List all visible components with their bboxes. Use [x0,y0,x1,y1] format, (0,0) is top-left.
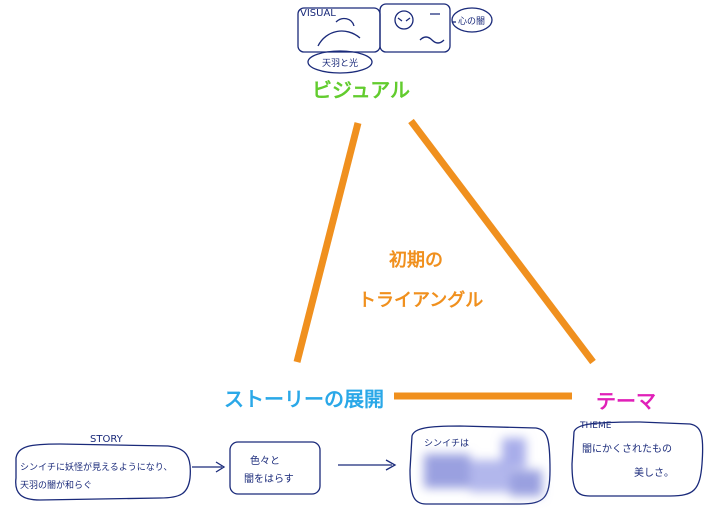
blurred-box-outline [409,425,551,505]
blur-block-3 [502,438,526,468]
visual-sketch [297,3,493,74]
vertex-label-visual: ビジュアル [312,78,410,102]
blurred-box-title: シンイチは [424,438,469,449]
blurred-content [424,438,542,496]
theme-box-line2: 美しさ。 [634,466,674,479]
sketch-bubble-right [451,7,493,33]
blur-block-4 [510,470,542,496]
theme-box-outline [571,421,704,497]
vertex-label-theme: テーマ [596,389,656,413]
arrow-head-1 [215,461,226,473]
visual-sketch-note-left: 天羽と光 [322,57,358,69]
sketch-figure-left [317,17,361,47]
sketch-panel-right [379,3,451,53]
middle-box-outline [229,441,321,495]
story-box-line2: 天羽の闇が和らぐ [20,479,92,491]
theme-box-title: THEME [579,421,612,431]
center-caption-line1: 初期の [389,250,443,271]
edge-visual-theme [408,118,596,365]
middle-box-line2: 闇をはらす [244,473,294,485]
vertex-label-story: ストーリーの展開 [224,387,384,411]
arrow-head-2 [385,459,397,471]
center-caption-line2: トライアングル [358,290,484,311]
middle-box-line1: 色々と [250,454,280,467]
blur-block-1 [424,454,470,488]
sketch-bubble-left [307,50,373,74]
theme-box-line1: 闇にかくされたもの [582,443,672,455]
visual-sketch-note-right: 心の闇 [458,16,485,27]
sketch-figure-right [397,13,445,44]
visual-sketch-title: VISUAL [300,8,336,19]
sketch-figure-head [394,10,414,30]
edge-visual-story [293,122,362,363]
story-box-line1: シンイチに妖怪が見えるようになり、 [20,461,172,473]
bottom-sketches [15,421,704,505]
story-box-outline [15,443,192,501]
story-box-title: STORY [90,434,124,445]
